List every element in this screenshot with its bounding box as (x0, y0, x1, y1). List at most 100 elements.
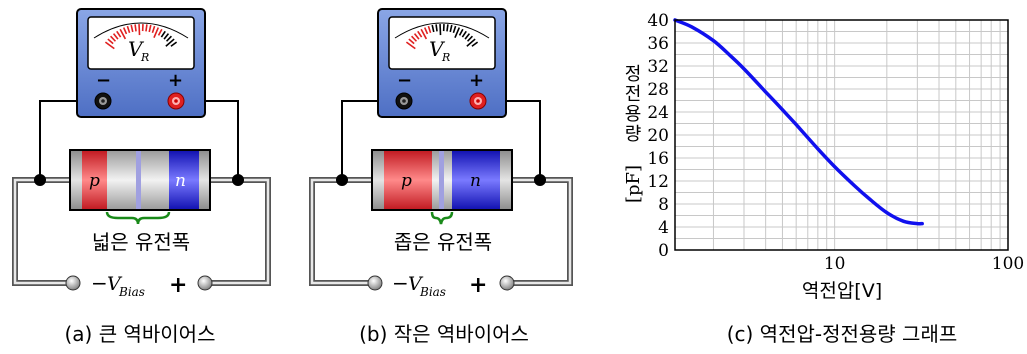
meter-tick (452, 25, 457, 34)
meter-tick (148, 24, 152, 33)
p-region (82, 150, 107, 210)
bias-symbol: V (107, 273, 123, 295)
meter-tick (170, 41, 178, 47)
y-tick-label: 0 (658, 241, 669, 261)
chart-caption: (c) 역전압-정전용량 그래프 (727, 322, 958, 346)
meter-ticks (104, 24, 178, 50)
meter-tick (165, 35, 172, 42)
bias-source: − V Bias + (65, 271, 213, 299)
y-tick-label: 4 (658, 218, 669, 238)
meter-plus: + (168, 70, 183, 91)
meter-label-sub: R (441, 51, 450, 64)
meter-tick (454, 27, 461, 38)
meter-tick (466, 35, 473, 42)
meter-tick (413, 33, 420, 40)
meter-tick (411, 35, 418, 42)
junction-dot-left (336, 174, 348, 186)
width-text: 넓은 유전폭 (92, 230, 190, 254)
meter-tick (431, 24, 435, 33)
meter-tick (449, 24, 453, 33)
p-label: p (89, 171, 100, 191)
chart-ylabel: 정전용량[pF] (623, 64, 644, 203)
meter-tick (471, 41, 479, 47)
meter-tick (466, 38, 476, 47)
n-region (169, 150, 199, 210)
meter-tick (464, 33, 471, 40)
y-tick-label: 28 (647, 80, 669, 100)
diode: p n (371, 149, 513, 211)
meter-tick (435, 24, 438, 32)
meter-tick (122, 27, 128, 35)
meter-tick (427, 25, 432, 34)
meter-tick (165, 38, 175, 47)
junction-line (136, 150, 141, 210)
x-tick-label: 10 (824, 254, 846, 274)
p-region (384, 150, 432, 210)
junction-dot-right (232, 174, 244, 186)
y-tick-label: 12 (647, 172, 669, 192)
meter-tick (458, 28, 464, 36)
meter-tick (126, 25, 131, 34)
y-tick-label: 32 (647, 57, 669, 77)
meter-label-sub: R (140, 51, 149, 64)
bias-plus: + (169, 272, 187, 298)
meter-scale (394, 22, 490, 39)
chart-xlabel: 역전압[V] (802, 280, 882, 302)
chart-frame (674, 19, 1009, 251)
meter-tick (104, 41, 115, 50)
meter-tick (130, 24, 134, 33)
x-tick-label: 100 (992, 254, 1024, 274)
y-tick-label: 24 (647, 103, 669, 123)
meter-label: V (429, 37, 446, 61)
meter-tick (112, 33, 119, 40)
meter-plus: + (469, 70, 484, 91)
y-label-char: 정 (625, 64, 642, 85)
voltmeter: V R − + (377, 8, 507, 118)
meter-tick (446, 24, 449, 32)
voltmeter: V R − + (76, 8, 206, 118)
black-terminal (395, 92, 413, 110)
caption-a: (a) 큰 역바이어스 (65, 322, 216, 346)
bias-sub: Bias (419, 285, 446, 299)
meter-tick (110, 35, 117, 42)
meter-tick (420, 28, 428, 40)
panel-b: V R − + p n (309, 8, 573, 346)
meter-tick (405, 41, 416, 50)
red-terminal (469, 92, 487, 110)
meter-tick (408, 38, 415, 45)
width-text: 좁은 유전폭 (394, 230, 492, 254)
chart-grid (675, 19, 1009, 251)
black-terminal (94, 92, 112, 110)
p-label: p (401, 171, 412, 191)
capacitance-curve (673, 18, 924, 226)
meter-tick (116, 30, 122, 38)
y-tick-label: 36 (647, 34, 669, 54)
meter-tick (423, 27, 429, 35)
meter-tick (134, 24, 137, 32)
bias-minus: − (91, 271, 108, 295)
meter-tick (163, 33, 170, 40)
junction-line (439, 150, 444, 210)
meter-tick (151, 25, 156, 34)
red-terminal (167, 92, 185, 110)
y-label-char: 용 (625, 104, 642, 125)
panel-a: V R − + p n (12, 8, 271, 346)
meter-tick (461, 30, 467, 38)
y-tick-label: 20 (647, 126, 669, 146)
width-brace (430, 211, 454, 225)
junction-dot-left (34, 174, 46, 186)
meter-tick (119, 28, 127, 40)
bias-plus: + (469, 272, 487, 298)
meter-scale (93, 22, 189, 39)
bias-symbol: V (408, 273, 424, 295)
n-region (452, 150, 500, 210)
y-tick-label: 8 (658, 195, 669, 215)
junction-dot-right (534, 174, 546, 186)
width-brace (105, 211, 171, 225)
meter-tick (145, 24, 148, 32)
n-label: n (175, 171, 186, 191)
y-tick-label: 16 (647, 149, 669, 169)
meter-tick (107, 38, 114, 45)
